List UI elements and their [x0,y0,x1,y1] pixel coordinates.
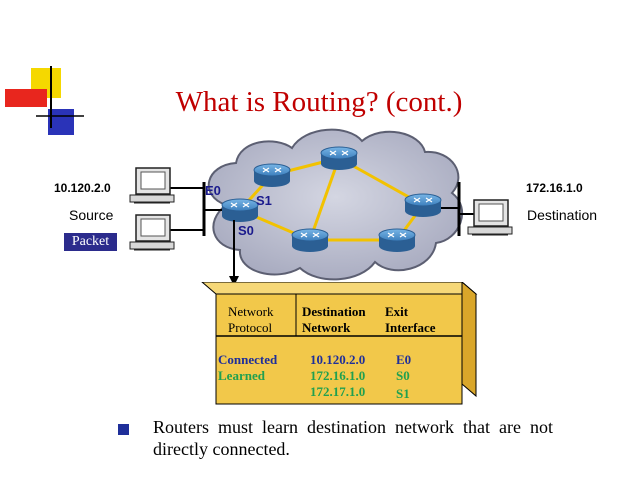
router-f [378,228,416,252]
routing-table-top [201,282,478,295]
header-exit-line1: Exit [385,304,409,319]
slide-title: What is Routing? (cont.) [175,86,463,118]
router-d [291,228,329,252]
table-row-exit: S0 [396,368,410,383]
header-exit-interface: Exit Interface [385,304,436,336]
link-c-d [308,157,341,241]
interface-s1-label: S1 [256,193,272,208]
header-protocol-line1: Network [228,304,274,319]
interface-e0-label: E0 [205,183,221,198]
router-a [221,198,259,222]
table-row-exit: S1 [396,386,410,401]
header-protocol-line2: Protocol [228,320,273,335]
routing-table-box [201,282,478,405]
destination-network-address: 172.16.1.0 [526,181,583,195]
header-network-protocol: Network Protocol [228,304,274,336]
source-network-address: 10.120.2.0 [54,181,111,195]
routing-table-side [461,282,477,398]
table-row-destination: 172.17.1.0 [310,384,366,399]
table-row-protocol: Connected [218,352,278,367]
bullet-marker [118,424,129,435]
header-destination-line1: Destination [302,304,366,319]
bullet-text: Routers must learn destination network t… [153,417,553,459]
source-computer-1 [129,167,175,204]
table-row-destination: 172.16.1.0 [310,368,366,383]
routing-table-front [215,293,463,405]
router-e [404,193,442,217]
header-destination-line2: Network [302,320,351,335]
interface-s0-label: S0 [238,223,254,238]
arrow-to-table-head [229,276,239,286]
table-row-protocol: Learned [218,368,265,383]
router-c [320,146,358,170]
router-b [253,163,291,187]
header-destination-network: Destination Network [302,304,366,336]
table-row-destination: 10.120.2.0 [310,352,366,367]
packet-label: Packet [64,233,117,251]
source-computer-2 [129,214,175,251]
table-row-exit: E0 [396,352,412,367]
destination-computer [467,199,513,236]
logo-blue-square [48,109,74,135]
destination-label: Destination [527,207,598,223]
logo-red-bar [5,89,47,107]
header-exit-line2: Interface [385,320,436,335]
slide-logo-decoration [5,66,84,135]
source-label: Source [69,207,114,223]
network-diagram [129,128,513,286]
